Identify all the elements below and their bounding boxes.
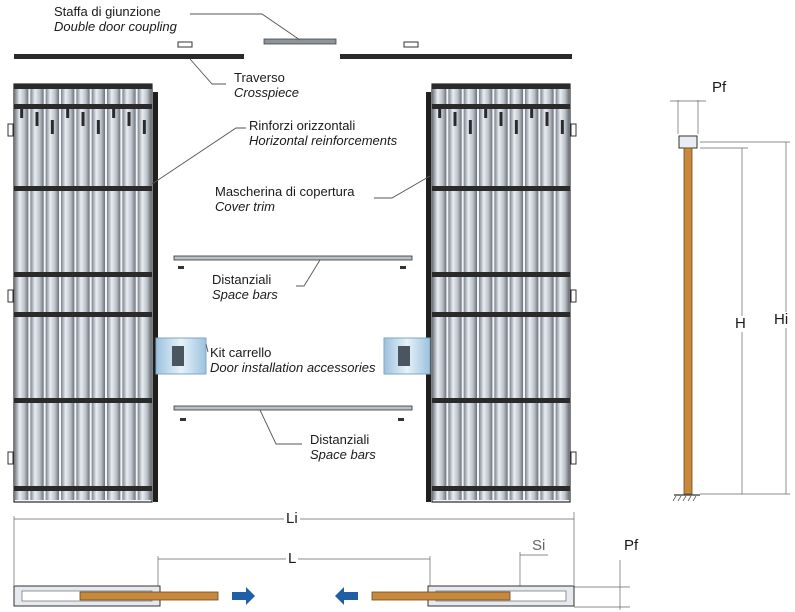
label-crosspiece-en: Crosspiece: [234, 85, 300, 100]
dim-si: Si: [530, 537, 548, 554]
dim-li: Li: [284, 510, 300, 527]
label-spacebars-bottom: Distanziali Space bars: [310, 432, 376, 462]
dim-h: H: [733, 315, 748, 332]
label-horizontal-it: Rinforzi orizzontali: [249, 118, 356, 133]
left-pocket-frame: [7, 83, 158, 503]
right-pocket-frame: [426, 83, 577, 503]
label-cover-en: Cover trim: [215, 199, 275, 214]
leader-lines: [151, 13, 431, 445]
label-horizontal: Rinforzi orizzontali Horizontal reinforc…: [249, 118, 397, 148]
dim-pf-plan: Pf: [622, 537, 641, 554]
kit-box-right: [383, 337, 431, 375]
dim-l: L: [286, 550, 299, 567]
dim-hi: Hi: [772, 311, 791, 328]
label-crosspiece-it: Traverso: [234, 70, 285, 85]
space-bar-top: [173, 255, 413, 269]
arrow-right-icon: [232, 587, 255, 605]
arrow-left-icon: [335, 587, 358, 605]
label-spacebars-bottom-it: Distanziali: [310, 432, 370, 447]
label-horizontal-en: Horizontal reinforcements: [249, 133, 398, 148]
label-coupling-it: Staffa di giunzione: [54, 4, 161, 19]
plan-view: [13, 585, 575, 607]
label-kit-en: Door installation accessories: [210, 360, 376, 375]
label-crosspiece: Traverso Crosspiece: [234, 70, 299, 100]
label-kit: Kit carrello Door installation accessori…: [210, 345, 375, 375]
label-coupling-en: Double door coupling: [54, 19, 177, 34]
label-coupling: Staffa di giunzione Double door coupling: [54, 4, 177, 34]
side-elevation: [670, 100, 790, 502]
label-cover: Mascherina di copertura Cover trim: [215, 184, 354, 214]
space-bar-bottom: [173, 405, 413, 421]
label-spacebars-top-en: Space bars: [212, 287, 278, 302]
label-spacebars-top-it: Distanziali: [212, 272, 272, 287]
label-spacebars-top: Distanziali Space bars: [212, 272, 278, 302]
label-spacebars-bottom-en: Space bars: [310, 447, 376, 462]
dim-pf-side: Pf: [710, 79, 729, 96]
label-kit-it: Kit carrello: [210, 345, 272, 360]
crosspiece-bars: [14, 38, 572, 59]
kit-box-left: [155, 337, 207, 375]
label-cover-it: Mascherina di copertura: [215, 184, 355, 199]
